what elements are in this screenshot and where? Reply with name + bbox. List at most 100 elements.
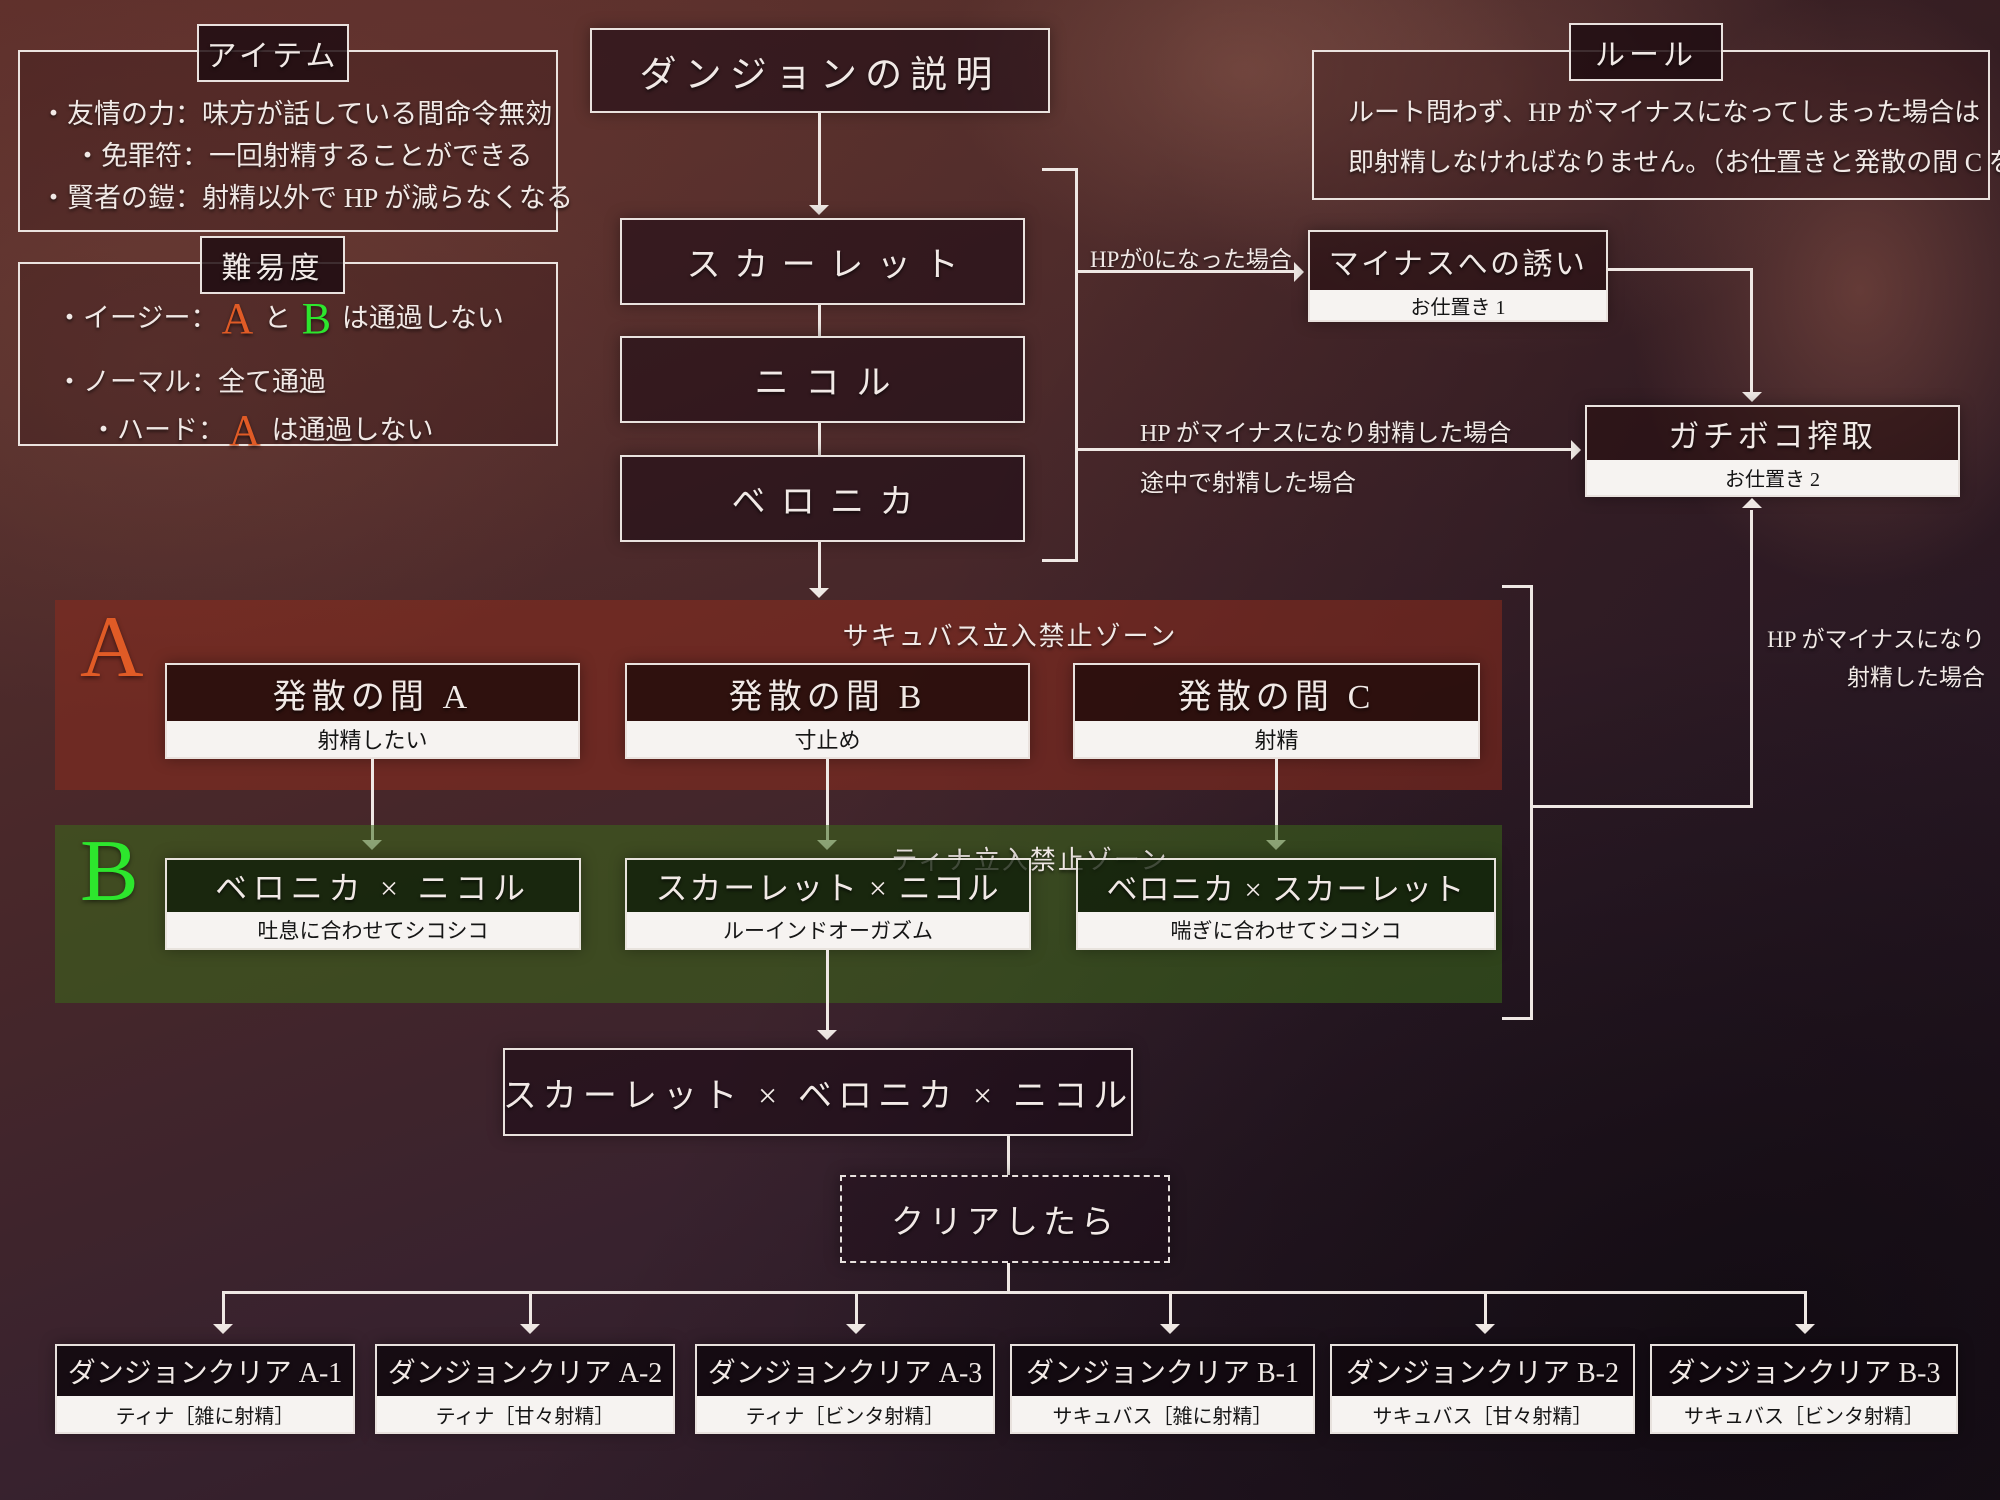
zone-a-title: サキュバス立入禁止ゾーン — [842, 622, 1178, 651]
room-a-title: 発散の間 A — [272, 678, 473, 716]
room-a-node: 発散の間 A 射精したい — [165, 663, 580, 759]
arrowhead-down — [520, 1324, 540, 1334]
ending-b2-title: ダンジョンクリア B-2 — [1345, 1358, 1619, 1389]
ending-node-b1: ダンジョンクリア B-1 サキュバス［雑に射精］ — [1010, 1344, 1315, 1434]
difficulty-line-normal: ・ノーマル：全て通過 — [56, 367, 326, 397]
arrowhead-down — [1742, 392, 1762, 402]
drop-line — [1804, 1291, 1807, 1327]
drop-line — [222, 1291, 225, 1327]
rules-line: ルート問わず、HP がマイナスになってしまった場合は — [1348, 98, 1981, 127]
rules-panel-title-box: ルール — [1569, 23, 1723, 81]
route-node-scarlet: スカーレット — [620, 218, 1025, 305]
connector-scarlet-nicole — [818, 305, 821, 336]
drop-line — [529, 1291, 532, 1327]
arrowhead-right — [1571, 440, 1581, 460]
difficulty-hard-a: A — [229, 406, 261, 455]
zone-b-letter: B — [80, 823, 139, 920]
difficulty-hard-suffix: は通過しない — [264, 415, 434, 445]
zone-bracket-bottom-foot — [1502, 1017, 1530, 1020]
pair1-subtitle: 吐息に合わせてシコシコ — [167, 912, 579, 948]
punishment1-subtitle: お仕置き 1 — [1310, 290, 1606, 320]
difficulty-panel-title: 難易度 — [221, 252, 324, 285]
ending-node-a1: ダンジョンクリア A-1 ティナ［雑に射精］ — [55, 1344, 355, 1434]
ending-a1-title: ダンジョンクリア A-1 — [67, 1358, 343, 1389]
ending-b1-title: ダンジョンクリア B-1 — [1025, 1358, 1299, 1389]
difficulty-easy-mid: と — [257, 303, 298, 333]
zone-bracket-vertical — [1530, 585, 1533, 1020]
item-line: ・免罪符：一回射精することができる — [74, 141, 533, 171]
punishment2-node: ガチボコ搾取 お仕置き 2 — [1585, 405, 1960, 497]
drop-line — [855, 1291, 858, 1327]
room-c-node: 発散の間 C 射精 — [1073, 663, 1480, 759]
ending-node-a2: ダンジョンクリア A-2 ティナ［甘々射精］ — [375, 1344, 675, 1434]
pair1-node: ベロニカ × ニコル 吐息に合わせてシコシコ — [165, 858, 581, 950]
item-line: ・賢者の鎧：射精以外で HP が減らなくなる — [40, 183, 574, 213]
route-bracket-vertical — [1075, 168, 1078, 562]
connector-hp-minus — [1075, 448, 1573, 451]
punishment2-subtitle: お仕置き 2 — [1587, 460, 1958, 495]
midway-ejac-label: 途中で射精した場合 — [1140, 471, 1356, 497]
connector-zones-p2-horizontal — [1530, 805, 1753, 808]
connector-room-c-pair3 — [1275, 759, 1278, 847]
ending-node-a3: ダンジョンクリア A-3 ティナ［ビンタ射精］ — [695, 1344, 995, 1434]
punishment1-title: マイナスへの誘い — [1328, 248, 1588, 281]
dungeon-description-label: ダンジョンの説明 — [639, 54, 1001, 96]
difficulty-panel-title-box: 難易度 — [200, 236, 345, 294]
difficulty-line-hard: ・ハード：A は通過しない — [90, 408, 434, 453]
connector-p1-p2-horizontal — [1608, 268, 1753, 271]
ending-b3-title: ダンジョンクリア B-3 — [1667, 1358, 1941, 1389]
item-panel-title: アイテム — [206, 40, 340, 73]
hp-minus-ejac-label: HP がマイナスになり射精した場合 — [1140, 421, 1512, 447]
ending-a1-subtitle: ティナ［雑に射精］ — [57, 1396, 353, 1432]
punishment1-node: マイナスへの誘い お仕置き 1 — [1308, 230, 1608, 322]
room-c-subtitle: 射精 — [1075, 721, 1478, 757]
clear-label: クリアしたら — [891, 1205, 1119, 1241]
ending-a3-subtitle: ティナ［ビンタ射精］ — [697, 1396, 993, 1432]
ending-b1-subtitle: サキュバス［雑に射精］ — [1012, 1396, 1313, 1432]
arrowhead-down — [1795, 1324, 1815, 1334]
room-b-node: 発散の間 B 寸止め — [625, 663, 1030, 759]
item-panel-title-box: アイテム — [197, 24, 349, 82]
ending-a2-title: ダンジョンクリア A-2 — [387, 1358, 663, 1389]
room-c-title: 発散の間 C — [1177, 678, 1376, 716]
pair3-title: ベロニカ × スカーレット — [1106, 871, 1466, 907]
pair2-title: スカーレット × ニコル — [655, 870, 1001, 906]
distribution-line — [222, 1291, 1807, 1294]
hp-zero-label: HPが0になった場合 — [1090, 247, 1292, 272]
arrowhead-down — [213, 1324, 233, 1334]
connector-finale-clear — [1007, 1136, 1010, 1175]
pair2-subtitle: ルーインドオーガズム — [627, 912, 1029, 948]
ending-b3-subtitle: サキュバス［ビンタ射精］ — [1652, 1396, 1956, 1432]
arrowhead-up — [1742, 498, 1762, 508]
connector-pair2-finale — [826, 950, 829, 1036]
connector-veronica-zone-a — [818, 542, 821, 588]
connector-clear-distribution — [1007, 1263, 1010, 1291]
route-node-veronica-label: ベロニカ — [731, 484, 929, 521]
hp-minus-right-label-line1: HP がマイナスになり — [1767, 627, 1985, 652]
room-b-subtitle: 寸止め — [627, 721, 1028, 757]
arrowhead-down — [809, 588, 829, 598]
pair3-node: ベロニカ × スカーレット 喘ぎに合わせてシコシコ — [1076, 858, 1496, 950]
arrowhead-down — [846, 1324, 866, 1334]
room-b-title: 発散の間 B — [728, 678, 927, 716]
difficulty-easy-b: B — [301, 294, 332, 343]
arrowhead-down — [1475, 1324, 1495, 1334]
zone-a-letter: A — [80, 599, 144, 696]
arrowhead-down — [1160, 1324, 1180, 1334]
zone-bracket-top-foot — [1502, 585, 1530, 588]
difficulty-hard-prefix: ・ハード： — [90, 415, 225, 445]
drop-line — [1484, 1291, 1487, 1327]
item-line: ・友情の力：味方が話している間命令無効 — [40, 99, 553, 129]
route-node-veronica: ベロニカ — [620, 455, 1025, 542]
ending-a3-title: ダンジョンクリア A-3 — [707, 1358, 983, 1389]
route-node-nicole: ニコル — [620, 336, 1025, 423]
difficulty-easy-prefix: ・イージー： — [56, 303, 218, 333]
connector-hp-zero — [1075, 270, 1297, 273]
difficulty-line-easy: ・イージー：A と B は通過しない — [56, 296, 504, 341]
route-node-scarlet-label: スカーレット — [686, 247, 973, 284]
route-node-nicole-label: ニコル — [754, 365, 908, 402]
connector-p1-p2-vertical — [1750, 268, 1753, 394]
connector-zones-p2-vertical — [1750, 510, 1753, 808]
hp-minus-right-label-line2: 射精した場合 — [1847, 665, 1985, 690]
